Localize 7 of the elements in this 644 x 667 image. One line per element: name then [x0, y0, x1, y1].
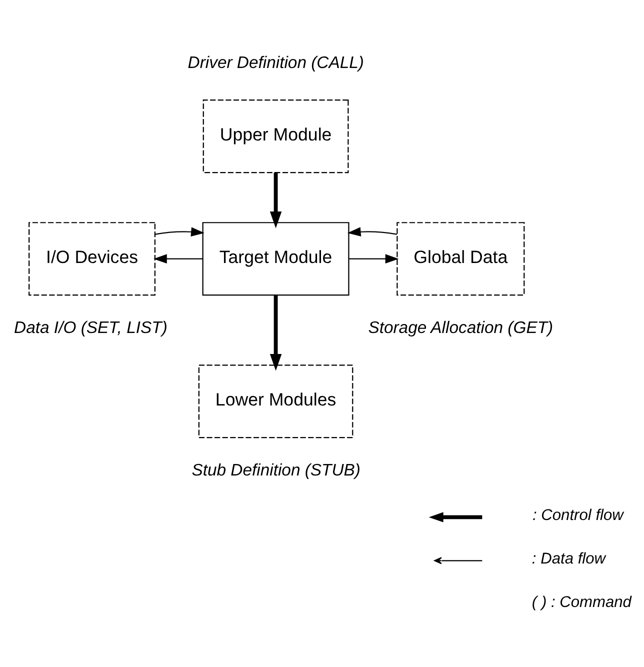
legend-label: ( ) : Command	[532, 594, 632, 611]
node-label: Stub Definition (STUB)	[192, 460, 360, 479]
node-label: Data I/O (SET, LIST)	[14, 317, 168, 336]
legend-label: : Data flow	[532, 550, 606, 568]
legend-label: : Control flow	[532, 506, 624, 524]
node-label: Driver Definition (CALL)	[188, 52, 364, 72]
node-label: Storage Allocation (GET)	[368, 317, 554, 336]
